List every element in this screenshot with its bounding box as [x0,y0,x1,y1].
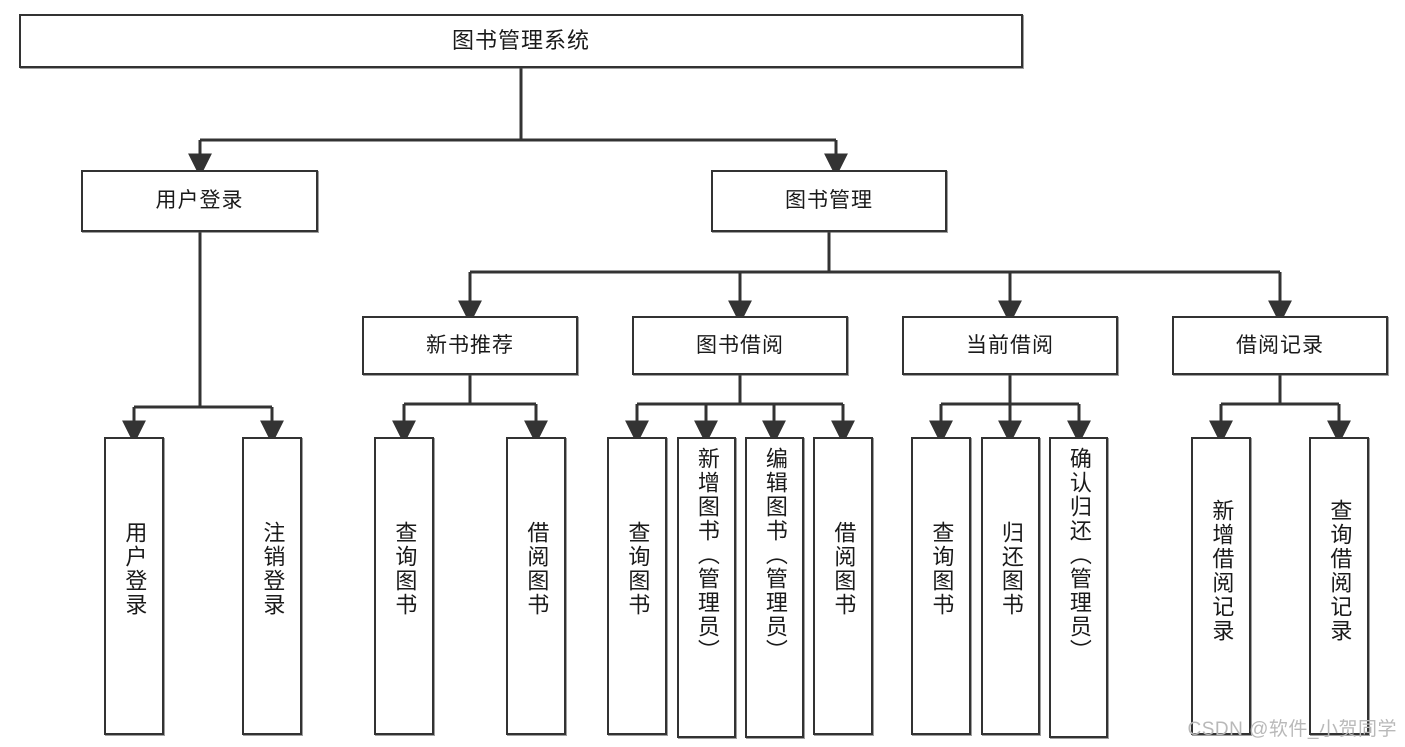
node-current-borrow[interactable]: 当前借阅 [902,316,1118,375]
node-label: 图书管理系统 [451,27,590,53]
node-label: 借阅图书 [524,521,550,617]
node-book-borrow[interactable]: 图书借阅 [632,316,848,375]
node-label: 确认归还（管理员） [1066,447,1092,663]
node-leaf-return-book[interactable]: 归还图书 [981,437,1040,735]
node-label: 归还图书 [998,521,1024,617]
node-label: 新增图书（管理员） [694,447,720,663]
node-label: 用户登录 [155,189,244,213]
node-label: 编辑图书（管理员） [762,447,788,663]
node-leaf-add-book[interactable]: 新增图书（管理员） [677,437,736,738]
node-leaf-edit-book[interactable]: 编辑图书（管理员） [745,437,804,738]
node-user-login[interactable]: 用户登录 [81,170,318,232]
node-label: 注销登录 [260,521,286,617]
node-root-book-management-system[interactable]: 图书管理系统 [19,14,1023,68]
node-label: 当前借阅 [966,333,1054,357]
node-label: 借阅图书 [831,521,857,617]
node-label: 用户登录 [122,521,148,617]
node-label: 查询图书 [929,521,955,617]
node-leaf-query-record[interactable]: 查询借阅记录 [1309,437,1369,735]
node-leaf-add-record[interactable]: 新增借阅记录 [1191,437,1251,735]
node-borrow-record[interactable]: 借阅记录 [1172,316,1388,375]
node-book-manage[interactable]: 图书管理 [711,170,947,232]
node-label: 借阅记录 [1236,333,1324,357]
csdn-watermark: CSDN @软件_小贺同学 [1187,719,1397,740]
node-leaf-query-book-2[interactable]: 查询图书 [607,437,667,735]
node-label: 新书推荐 [426,333,514,357]
node-label: 图书管理 [785,189,873,213]
node-leaf-borrow-book-2[interactable]: 借阅图书 [813,437,873,735]
node-leaf-borrow-book-1[interactable]: 借阅图书 [506,437,566,735]
node-leaf-user-logout[interactable]: 注销登录 [242,437,302,735]
node-leaf-query-book-3[interactable]: 查询图书 [911,437,971,735]
node-leaf-confirm-return[interactable]: 确认归还（管理员） [1049,437,1108,738]
node-label: 查询借阅记录 [1327,499,1353,643]
node-label: 新增借阅记录 [1209,499,1235,643]
node-leaf-query-book-1[interactable]: 查询图书 [374,437,434,735]
node-label: 查询图书 [625,521,651,617]
node-new-book-recommend[interactable]: 新书推荐 [362,316,578,375]
node-leaf-user-login[interactable]: 用户登录 [104,437,164,735]
node-label: 图书借阅 [696,333,784,357]
node-label: 查询图书 [392,521,418,617]
